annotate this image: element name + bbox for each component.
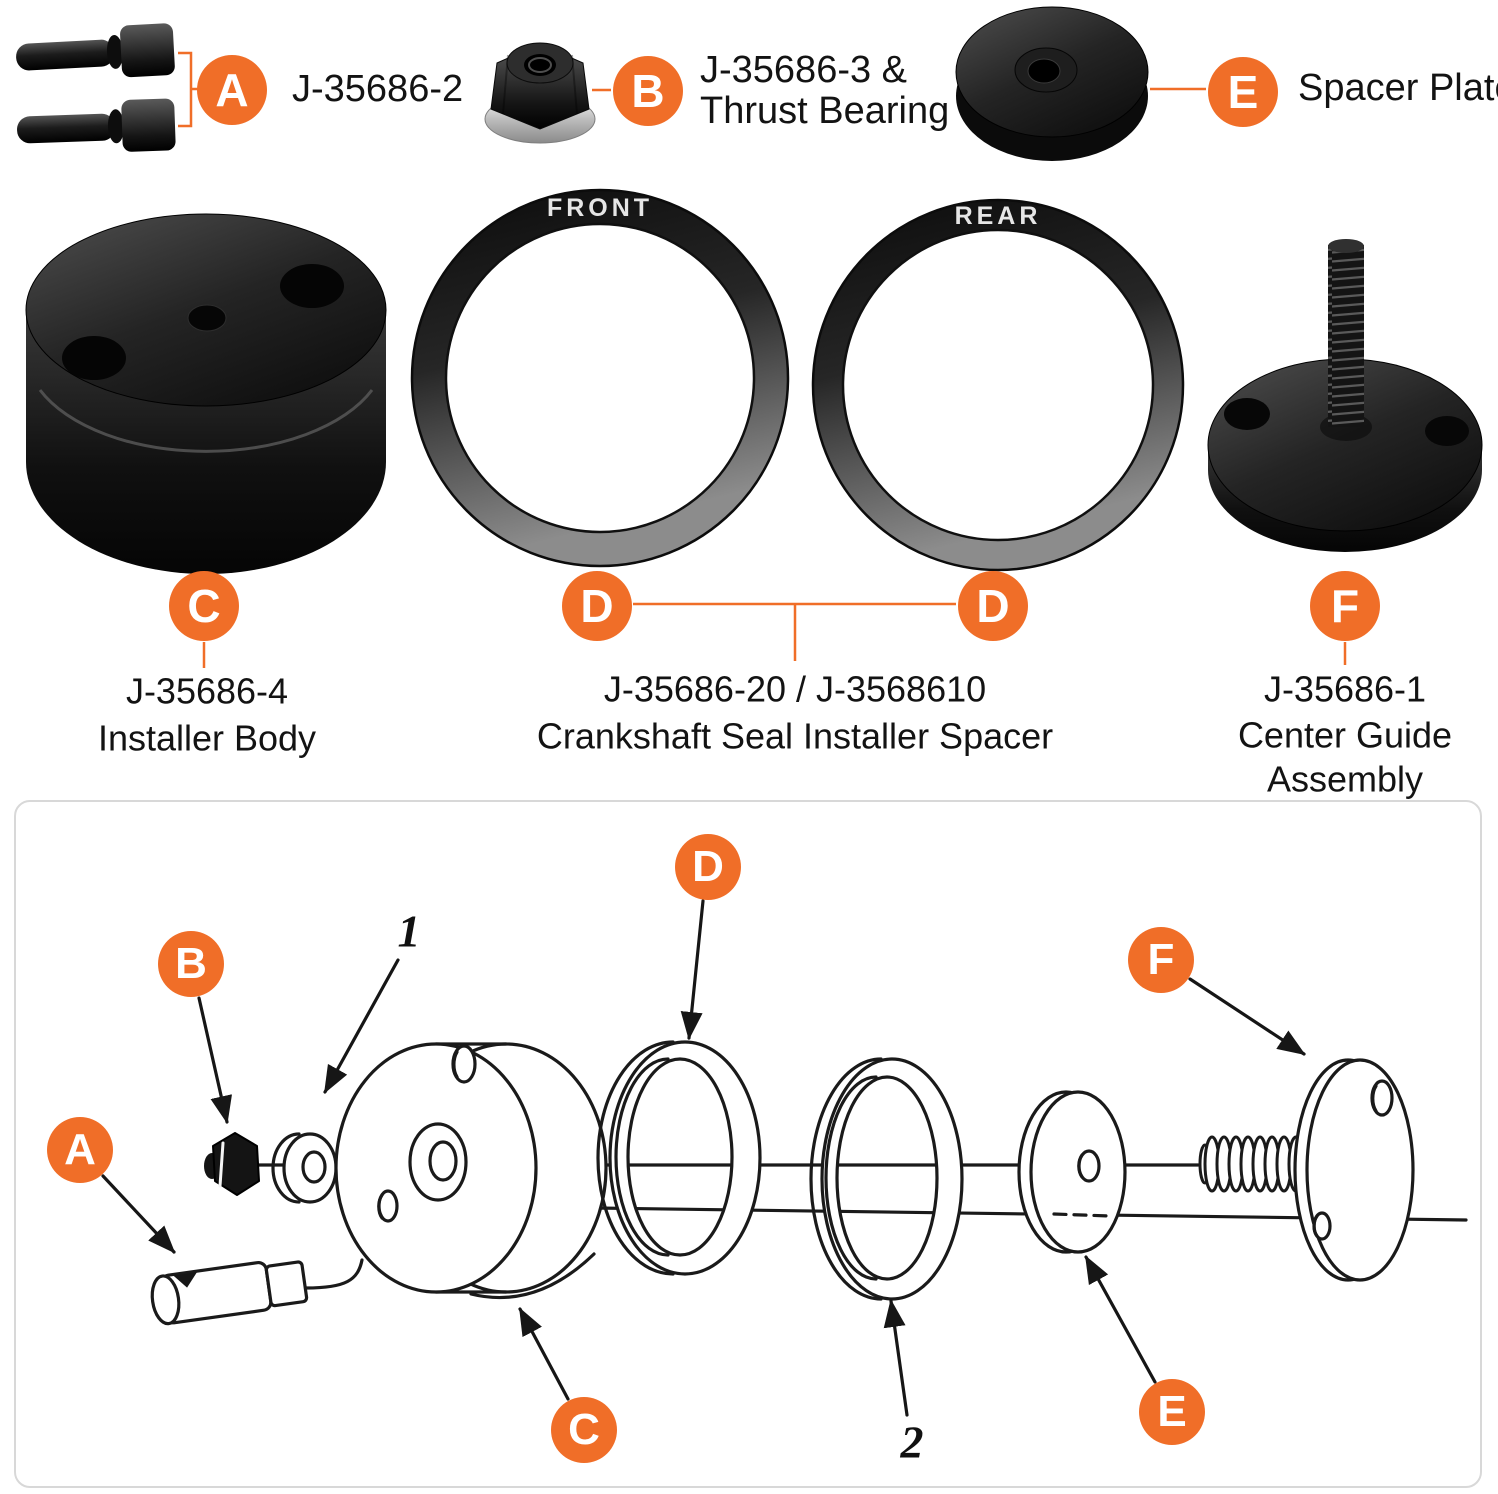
diagram-badge-e: E xyxy=(1139,1379,1205,1445)
callout-arrows xyxy=(101,899,1306,1417)
parts-gallery: FRONT REAR A xyxy=(16,6,1498,800)
part-c-name: Installer Body xyxy=(97,717,317,759)
parts-photos-art: FRONT REAR xyxy=(16,6,1483,668)
front-ring-label: FRONT xyxy=(547,194,653,222)
bolt-photo-2 xyxy=(17,98,176,152)
center-guide-photo xyxy=(1207,239,1483,552)
washer-drawing xyxy=(271,1132,338,1204)
bolt-connector-solid xyxy=(304,1258,364,1290)
part-e-name: Spacer Plate xyxy=(1298,66,1498,109)
part-f-name-2: Assembly xyxy=(1266,758,1424,800)
rear-ring-photo: REAR xyxy=(811,198,1185,572)
nut-drawing xyxy=(204,1132,260,1196)
front-spacer-ring-drawing xyxy=(596,1040,762,1276)
part-d-number: J-35686-20 / J-3568610 xyxy=(603,668,987,710)
installer-body-drawing xyxy=(334,1042,608,1300)
spacer-plate-photo xyxy=(955,6,1149,161)
diagram-badge-f: F xyxy=(1128,927,1194,993)
part-c-number: J-35686-4 xyxy=(125,670,289,712)
rear-ring-label: REAR xyxy=(955,202,1042,230)
part-f-number: J-35686-1 xyxy=(1263,668,1427,710)
bolt-drawing xyxy=(150,1260,309,1326)
part-f-name-1: Center Guide xyxy=(1237,714,1453,756)
spacer-plate-drawing xyxy=(1017,1090,1127,1254)
arrow-to-plate xyxy=(1188,977,1306,1056)
part-d-name: Crankshaft Seal Installer Spacer xyxy=(536,715,1054,757)
connector-d xyxy=(633,602,956,661)
exploded-diagram-art xyxy=(101,899,1468,1417)
part-b-number: J-35686-3 & xyxy=(700,48,908,91)
callout-badge-d-rear: D xyxy=(958,571,1028,641)
center-guide-drawing xyxy=(1293,1058,1415,1282)
rear-spacer-ring-drawing xyxy=(809,1057,964,1301)
callout-badge-c: C xyxy=(169,571,239,641)
installer-body-photo xyxy=(25,213,387,574)
nut-photo xyxy=(484,42,596,144)
arrow-to-nut xyxy=(197,996,233,1124)
front-ring-photo: FRONT xyxy=(410,188,790,568)
diagram-badge-c: C xyxy=(551,1397,617,1463)
threaded-stud-drawing xyxy=(1198,1135,1305,1193)
arrow-to-spacer xyxy=(1084,1255,1157,1384)
arrow-to-body xyxy=(518,1307,570,1401)
diagram-badge-d: D xyxy=(675,834,741,900)
part-b-name: Thrust Bearing xyxy=(700,89,950,132)
diagram-number-2: 2 xyxy=(900,1416,924,1468)
arrow-to-bolt xyxy=(101,1174,176,1254)
callout-badge-b: B xyxy=(613,56,683,126)
bolt-photo-1 xyxy=(16,23,175,78)
diagram-badge-a: A xyxy=(47,1117,113,1183)
arrow-to-washer xyxy=(323,958,400,1094)
callout-badge-a: A xyxy=(197,55,267,125)
diagram-number-1: 1 xyxy=(397,905,421,957)
callout-badge-f: F xyxy=(1310,571,1380,641)
arrow-to-front-ring xyxy=(680,899,705,1040)
arrow-to-rear-ring xyxy=(883,1299,909,1417)
part-a-number: J-35686-2 xyxy=(292,67,464,110)
callout-badge-e: E xyxy=(1208,57,1278,127)
exploded-diagram-panel: B D F A C E 1 2 xyxy=(14,800,1482,1488)
callout-badge-d-front: D xyxy=(562,571,632,641)
diagram-badge-b: B xyxy=(158,931,224,997)
